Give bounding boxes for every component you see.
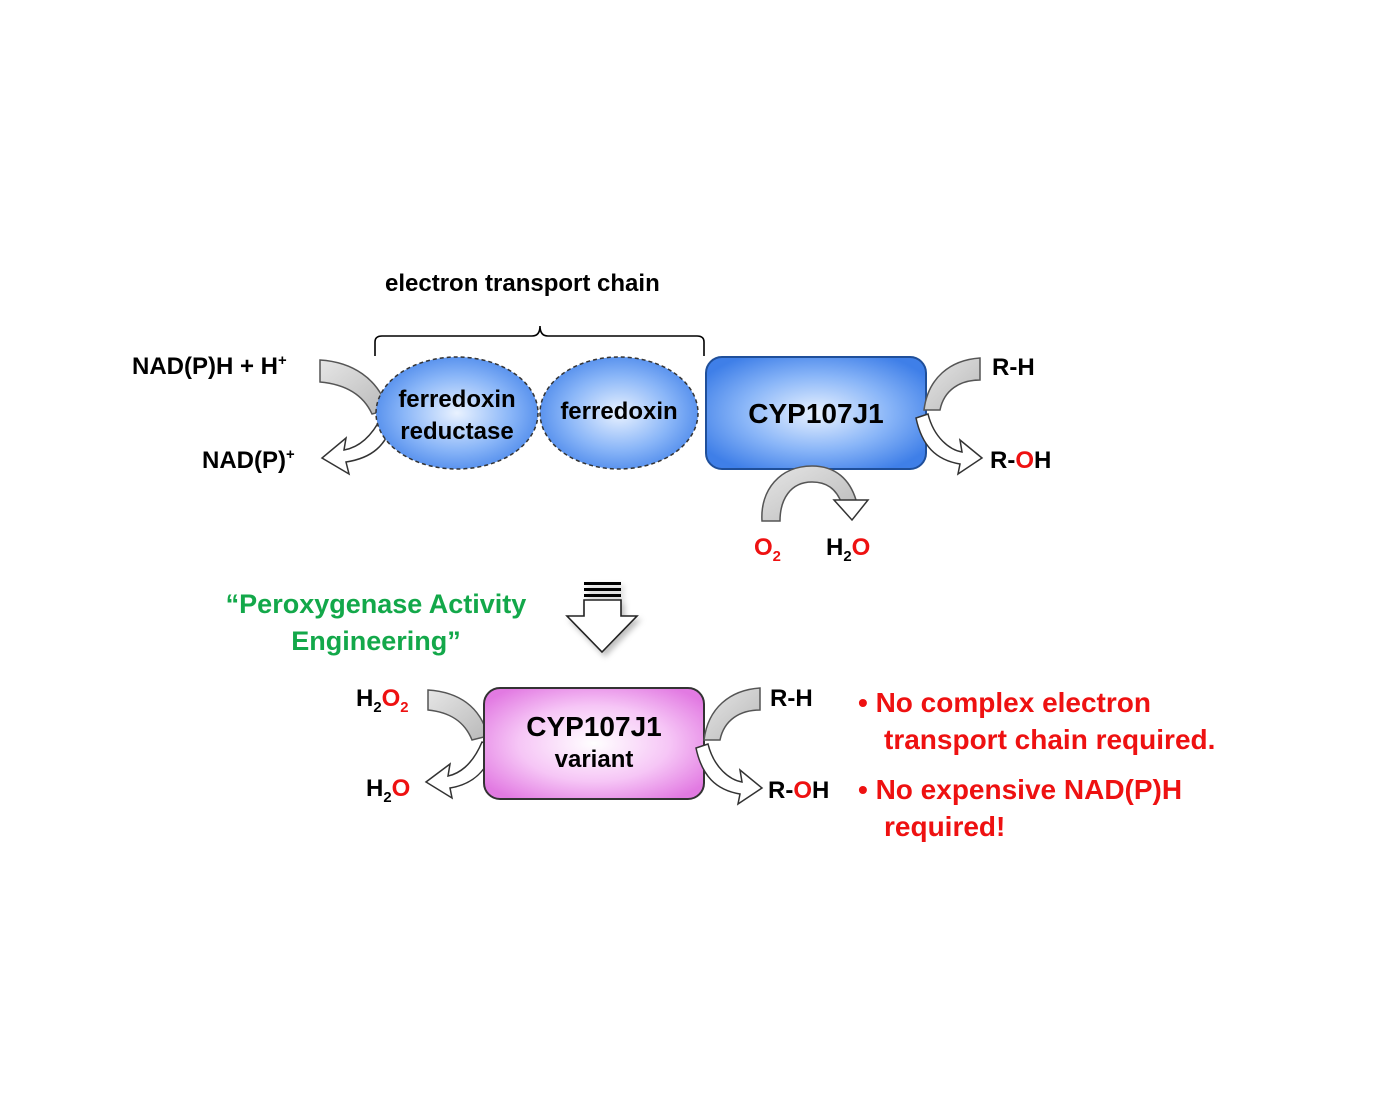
roh-bottom-o: O bbox=[793, 777, 812, 804]
cyp107j1-variant-line1: CYP107J1 bbox=[526, 711, 662, 742]
nadp-label: NAD(P)+ bbox=[202, 447, 295, 474]
engineering-line1: “Peroxygenase Activity bbox=[225, 589, 527, 619]
engineering-down-arrow bbox=[565, 582, 639, 654]
engineering-label: “Peroxygenase Activity Engineering” bbox=[196, 586, 556, 660]
roh-label-top: R-OH bbox=[990, 449, 1051, 473]
ferredoxin-reductase-label: ferredoxin reductase bbox=[376, 384, 538, 448]
nadph-label: NAD(P)H + H+ bbox=[132, 353, 287, 380]
cyp107j1-variant-box bbox=[483, 687, 705, 800]
nadph-text: NAD(P)H + H bbox=[132, 353, 279, 380]
cyp107j1-variant-line2: variant bbox=[554, 746, 634, 773]
rh-curved-arrow-top bbox=[915, 357, 984, 476]
note-electron-chain-line2: transport chain required. bbox=[884, 724, 1216, 755]
nadp-superscript: + bbox=[286, 447, 295, 463]
ferredoxin-reductase-line2: reductase bbox=[400, 418, 514, 445]
h2o-bottom-subscript: 2 bbox=[383, 789, 392, 806]
note-nadph-line1: • No expensive NAD(P)H bbox=[858, 774, 1183, 805]
h2o2-sub1: 2 bbox=[373, 699, 382, 716]
note-electron-chain-line1: • No complex electron bbox=[858, 687, 1151, 718]
note-nadph-line2: required! bbox=[884, 811, 1006, 842]
h2o2-h: H bbox=[356, 685, 374, 712]
rh-curved-arrow-bottom bbox=[695, 687, 764, 806]
h2o-bottom-h: H bbox=[366, 775, 384, 802]
engineering-line2: Engineering” bbox=[291, 626, 461, 656]
ferredoxin-label: ferredoxin bbox=[560, 398, 678, 425]
roh-o: O bbox=[1015, 447, 1034, 474]
rh-label-top: R-H bbox=[992, 354, 1035, 381]
note-nadph: • No expensive NAD(P)H required! bbox=[858, 771, 1182, 845]
h2o2-label: H2O2 bbox=[356, 685, 409, 716]
roh-r: R- bbox=[990, 447, 1016, 474]
rh-label-bottom: R-H bbox=[770, 685, 813, 712]
h2o-label-top: H2O bbox=[826, 534, 871, 565]
roh-bottom-h: H bbox=[812, 777, 830, 804]
nadph-superscript: + bbox=[278, 353, 287, 369]
h2o-o: O bbox=[851, 534, 871, 561]
o2-label: O2 bbox=[754, 534, 781, 565]
o2-subscript: 2 bbox=[772, 548, 781, 565]
h2o-label-bottom: H2O bbox=[366, 775, 411, 806]
electron-transport-chain-label: electron transport chain bbox=[385, 270, 660, 297]
ferredoxin-ellipse bbox=[539, 356, 699, 470]
h2o-subscript: 2 bbox=[843, 548, 852, 565]
roh-label-bottom: R-OH bbox=[768, 779, 829, 803]
h2o-h: H bbox=[826, 534, 844, 561]
roh-h: H bbox=[1034, 447, 1052, 474]
h2o2-sub2: 2 bbox=[400, 699, 409, 716]
electron-chain-brace bbox=[374, 325, 705, 356]
nadp-text: NAD(P) bbox=[202, 447, 286, 474]
h2o-bottom-o: O bbox=[391, 775, 411, 802]
h2o2-o: O bbox=[381, 685, 401, 712]
o2-o: O bbox=[754, 534, 773, 561]
cyp107j1-variant-label: CYP107J1 variant bbox=[484, 710, 704, 776]
ferredoxin-reductase-line1: ferredoxin bbox=[398, 386, 516, 413]
note-electron-chain: • No complex electron transport chain re… bbox=[858, 684, 1215, 758]
oxygen-curved-arrow bbox=[761, 465, 870, 522]
ferredoxin-reductase-ellipse bbox=[375, 356, 539, 470]
roh-bottom-r: R- bbox=[768, 777, 794, 804]
cyp107j1-label: CYP107J1 bbox=[748, 398, 884, 429]
